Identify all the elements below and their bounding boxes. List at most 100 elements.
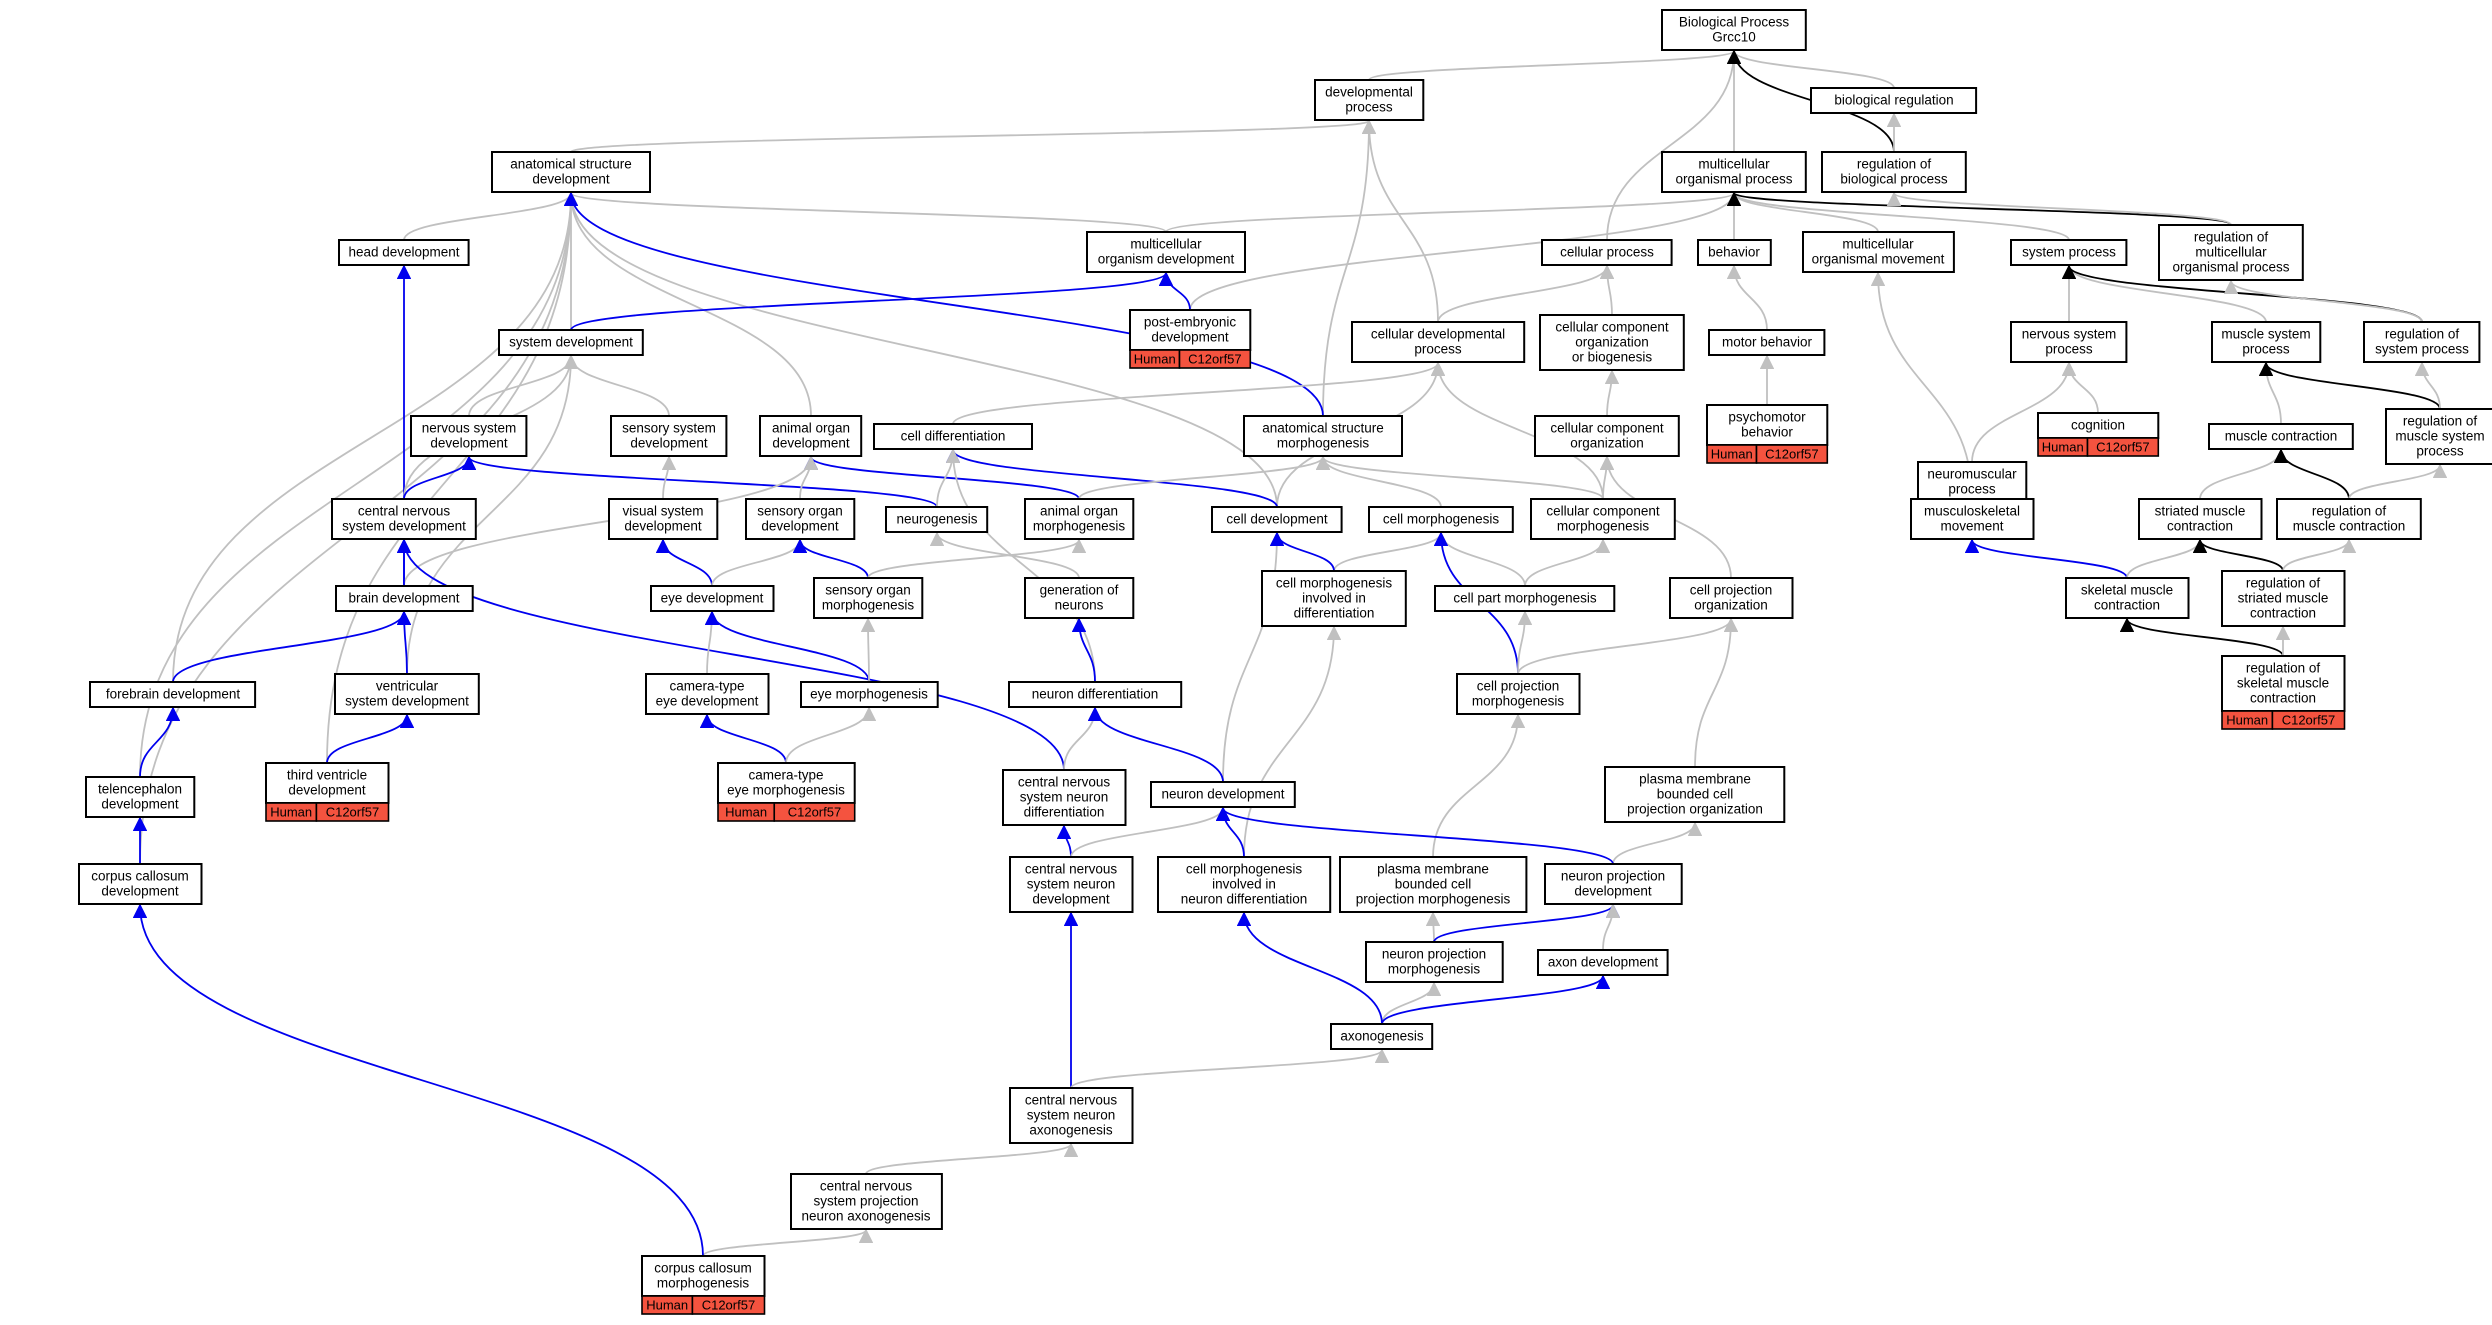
go-term-axondev[interactable]: axon development bbox=[1537, 949, 1669, 976]
go-term-behavior[interactable]: behavior bbox=[1697, 239, 1772, 266]
go-term-braindev[interactable]: brain development bbox=[335, 585, 474, 612]
term-box bbox=[498, 329, 644, 356]
term-label-line: anatomical structure bbox=[510, 157, 632, 172]
term-label-line: neuromuscular bbox=[1927, 467, 2017, 482]
go-term-headdev[interactable]: head development bbox=[338, 239, 470, 266]
edge-is-a-ccob-to-cellproc bbox=[1599, 264, 1615, 316]
go-term-motorbeh[interactable]: motor behavior bbox=[1708, 329, 1826, 356]
term-box bbox=[2363, 321, 2481, 363]
go-term-cellproc[interactable]: cellular process bbox=[1541, 239, 1673, 266]
term-box bbox=[2221, 655, 2346, 712]
term-box bbox=[2211, 321, 2322, 363]
edge-is-a-celldevproc-to-devproc bbox=[1361, 119, 1439, 323]
term-label-line: cellular component bbox=[1550, 421, 1664, 436]
edge-is-a-bioreg-to-bp bbox=[1726, 49, 1895, 89]
term-label-line: central nervous bbox=[358, 504, 451, 519]
go-term-cpm[interactable]: cell part morphogenesis bbox=[1434, 585, 1616, 612]
go-term-sysdev[interactable]: system development bbox=[498, 329, 644, 356]
go-term-celldiff[interactable]: cell differentiation bbox=[873, 423, 1033, 450]
go-term-neurondev[interactable]: neuron development bbox=[1150, 781, 1296, 808]
edge-part-of-neurondiff-to-genneurons bbox=[1071, 617, 1096, 683]
term-label-line: sensory organ bbox=[757, 504, 843, 519]
go-term-sysproc[interactable]: system process bbox=[2010, 239, 2128, 266]
edge-part-of-telenceph-to-forebrain bbox=[139, 706, 181, 778]
term-box bbox=[800, 681, 939, 708]
go-term-musclecontr[interactable]: muscle contraction bbox=[2208, 423, 2354, 450]
term-box bbox=[608, 498, 719, 540]
go-term-cellmorph[interactable]: cell morphogenesis bbox=[1368, 506, 1514, 533]
edge-is-a-motorbeh-to-behavior bbox=[1726, 264, 1768, 331]
term-box bbox=[1534, 415, 1680, 457]
go-term-eyemorph[interactable]: eye morphogenesis bbox=[800, 681, 939, 708]
go-term-forebrain[interactable]: forebrain development bbox=[89, 681, 257, 708]
term-box bbox=[1708, 329, 1826, 356]
go-term-bioreg[interactable]: biological regulation bbox=[1810, 87, 1978, 114]
go-term-celldev[interactable]: cell development bbox=[1211, 506, 1343, 533]
go-term-neurondiff[interactable]: neuron differentiation bbox=[1008, 681, 1183, 708]
annotation-gene-cell bbox=[2271, 710, 2346, 730]
term-label-line: morphogenesis bbox=[822, 598, 915, 613]
go-term-axonogenesis[interactable]: axonogenesis bbox=[1330, 1023, 1434, 1050]
term-label-line: regulation of bbox=[2403, 414, 2478, 429]
edge-is-a-aod-to-asd bbox=[563, 191, 812, 417]
edge-is-a-forebrain-to-asd bbox=[172, 191, 579, 683]
go-term-eyedev[interactable]: eye development bbox=[650, 585, 775, 612]
go-term-neurogenesis[interactable]: neurogenesis bbox=[885, 506, 989, 533]
